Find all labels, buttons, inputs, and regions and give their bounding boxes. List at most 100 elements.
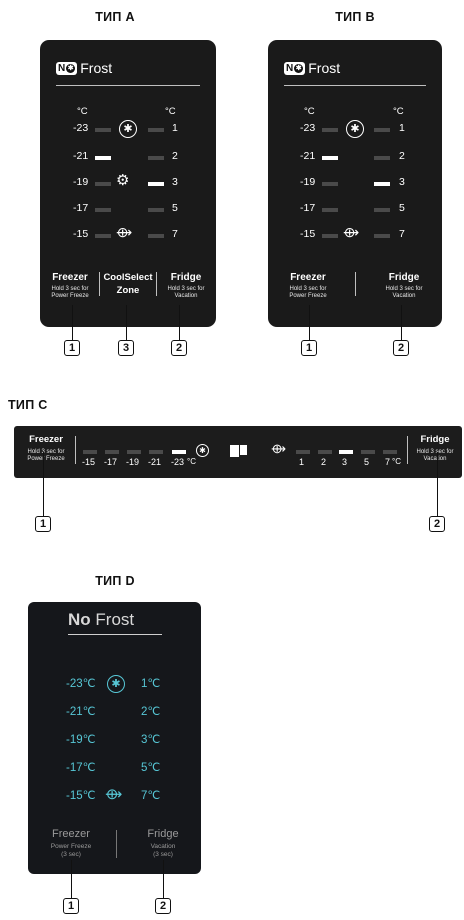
type-c-fridge-indicator [361,450,375,454]
type-c-fridge-indicator [318,450,332,454]
type-d-logo: No Frost [68,610,134,630]
type-b-freezer-temp: -23 [300,122,316,134]
type-c-fridge-hint-1: Hold 3 sec for [416,449,454,455]
vacation-icon: ⟴ [343,224,360,240]
type-d-freezer-button[interactable]: Freezer [52,828,90,840]
callout-leader [71,860,72,900]
callout-leader [72,305,73,340]
type-a-freezer-unit: °C [77,106,88,117]
type-d-fridge-button[interactable]: Fridge [147,828,179,840]
type-b-panel: N✱ Frost °C °C -23 ✱ 1 -21 2 -19 3 -17 5… [268,40,442,327]
type-b-freezer-indicator [322,182,338,186]
type-a-fridge-indicator [148,128,164,132]
type-a-coolselect-zone: Zone [116,285,140,296]
type-d-freezer-hint-1: Power Freeze [50,843,92,850]
type-c-fridge-hint-2: Vacation [423,456,447,462]
callout-leader [437,452,438,516]
callout-2: 2 [155,898,171,914]
type-a-title: ТИП A [95,10,135,24]
type-c-title: ТИП C [8,398,48,412]
type-a-freezer-indicator [95,182,111,186]
type-c-fridge-button[interactable]: Fridge [420,434,450,445]
type-b-fridge-temp: 3 [399,176,405,188]
type-c-freezer-button[interactable]: Freezer [29,434,63,445]
type-c-freezer-indicator [149,450,163,454]
type-b-fridge-indicator [374,234,390,238]
type-d-fridge-temp: 7℃ [141,790,161,802]
type-c-fridge-temp: 2 [321,457,327,467]
type-d-fridge-temp: 3℃ [141,734,161,746]
type-a-freezer-temp: -21 [73,150,89,162]
type-a-separator [99,272,100,296]
type-a-fridge-temp: 3 [172,176,178,188]
type-a-freezer-hint-2: Power Freeze [51,293,89,299]
callout-3: 3 [118,340,134,356]
type-a-panel: N✱ Frost °C °C -23 ✱ 1 -21 2 -19 ⚙ 3 -17… [40,40,216,327]
type-c-separator [407,436,408,464]
type-a-fridge-indicator [148,208,164,212]
type-a-fridge-temp: 1 [172,122,178,134]
type-b-freezer-temp: -19 [300,176,316,188]
type-b-separator [355,272,356,296]
type-d-fridge-hint-1: Vacation [150,843,176,850]
type-c-freezer-temp: -19 [126,457,140,467]
type-c-freezer-hint-2: Power Freeze [27,456,65,462]
type-c-fridge-unit: °C [392,457,401,466]
type-b-logo-badge: N✱ [284,61,306,75]
vacation-icon: ⟴ [271,441,287,456]
callout-1: 1 [35,516,51,532]
type-d-freezer-hint-2: (3 sec) [61,851,81,858]
type-b-freezer-unit: °C [304,106,315,117]
callout-leader [401,305,402,340]
type-a-coolselect-button[interactable]: CoolSelect [103,272,153,283]
type-b-freezer-hint-2: Power Freeze [289,293,327,299]
type-b-freezer-indicator [322,128,338,132]
type-b-fridge-hint-1: Hold 3 sec for [385,286,423,292]
type-b-fridge-button[interactable]: Fridge [388,272,420,283]
type-b-freezer-temp: -15 [300,228,316,240]
type-c-freezer-temp: -15 [82,457,96,467]
type-b-freezer-button[interactable]: Freezer [290,272,326,283]
type-a-freezer-button[interactable]: Freezer [52,272,88,283]
type-a-freezer-hint-1: Hold 3 sec for [51,286,89,292]
type-d-separator [116,830,117,858]
type-a-logo-badge: N✱ [56,61,78,75]
type-c-separator [75,436,76,464]
type-d-freezer-temp: -21℃ [66,706,96,718]
callout-1: 1 [63,898,79,914]
type-b-fridge-indicator [374,128,390,132]
type-a-fridge-button[interactable]: Fridge [170,272,202,283]
type-d-freezer-temp: -19℃ [66,734,96,746]
type-c-freezer-temp: -17 [104,457,118,467]
type-a-logo-word: Frost [80,60,113,76]
type-d-fridge-temp: 5℃ [141,762,161,774]
type-a-freezer-indicator [95,234,111,238]
type-c-freezer-indicator [83,450,97,454]
type-c-freezer-indicator [127,450,141,454]
snowflake-icon: ✱ [294,63,304,73]
type-b-logo: N✱ Frost [284,60,340,76]
type-a-fridge-temp: 2 [172,150,178,162]
callout-1: 1 [301,340,317,356]
type-a-logo: N✱ Frost [56,60,112,76]
type-b-fridge-temp: 7 [399,228,405,240]
callout-leader [179,305,180,340]
type-b-freezer-indicator [322,208,338,212]
type-a-freezer-indicator [95,128,111,132]
type-b-fridge-indicator [374,156,390,160]
type-b-freezer-hint-1: Hold 3 sec for [289,286,327,292]
type-c-fridge-indicator-active [339,450,353,454]
callout-leader [309,305,310,340]
type-d-logo-bold: No [68,610,91,629]
type-a-fridge-unit: °C [165,106,176,117]
type-d-fridge-temp: 1℃ [141,678,161,690]
callout-leader [163,860,164,900]
coolselect-zone-icon: ⚙ [116,172,130,189]
type-b-fridge-indicator [374,208,390,212]
type-c-freezer-temp: -23 [171,457,185,467]
type-a-fridge-indicator-active [148,182,164,186]
type-a-fridge-hint-2: Vacation [174,293,198,299]
type-c-fridge-indicator [383,450,397,454]
type-d-title: ТИП D [95,574,135,588]
callout-1: 1 [64,340,80,356]
